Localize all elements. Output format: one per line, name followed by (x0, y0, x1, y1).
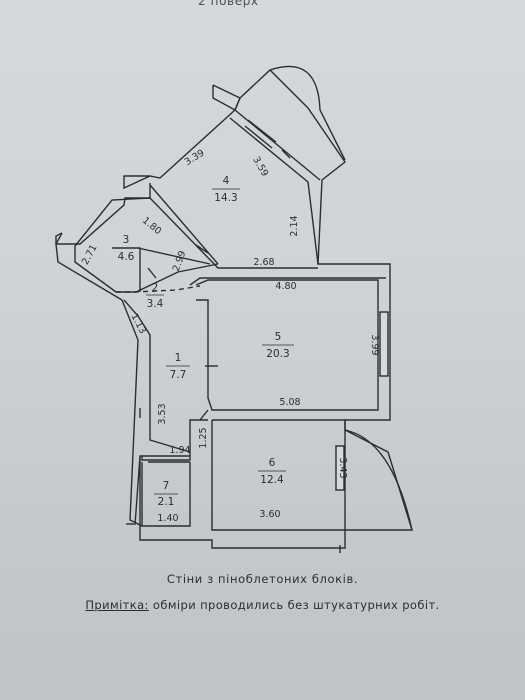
room-7-number: 7 (163, 480, 170, 492)
room-2-area: 3.4 (147, 298, 164, 310)
note-text: обміри проводились без штукатурних робіт… (148, 598, 440, 612)
room-5-area: 20.3 (266, 348, 289, 360)
room-2-number: 2 (152, 282, 159, 294)
dim-3-53: 3.53 (157, 403, 168, 424)
dim-1-40: 1.40 (157, 513, 178, 524)
room-4-area: 14.3 (214, 192, 237, 204)
dim-3-59: 3.59 (250, 155, 270, 179)
room-6-number: 6 (269, 457, 276, 469)
room-4-number: 4 (223, 175, 230, 187)
note-caption: Примітка: обміри проводились без штукату… (0, 598, 525, 612)
room-3-area: 4.6 (118, 251, 135, 263)
floor-header: 2 поверх (198, 0, 259, 8)
dim-1-94: 1.94 (169, 445, 190, 456)
dim-4-80: 4.80 (275, 281, 296, 292)
room-6-area: 12.4 (260, 474, 284, 486)
dim-3-43: 3.43 (337, 457, 348, 478)
dim-2-99: 2.99 (171, 249, 189, 273)
dim-5-08: 5.08 (279, 397, 300, 408)
room-3-number: 3 (123, 234, 130, 246)
dim-3-60: 3.60 (259, 509, 280, 520)
dim-2-68: 2.68 (253, 257, 274, 268)
dim-1-13: 1.13 (128, 312, 148, 336)
room-1-area: 7.7 (170, 369, 187, 381)
dim-3-99: 3.99 (369, 334, 380, 355)
room-5-number: 5 (275, 331, 282, 343)
dim-1-80: 1.80 (140, 215, 163, 237)
walls-caption: Стіни з піноблетоних блоків. (166, 572, 359, 586)
dim-1-25: 1.25 (198, 427, 209, 448)
note-label: Примітка: (85, 598, 149, 612)
dim-2-14: 2.14 (289, 215, 300, 236)
room-7-area: 2.1 (158, 496, 175, 508)
room-1-number: 1 (175, 352, 182, 364)
dim-2-71: 2.71 (80, 243, 100, 267)
dim-3-39: 3.39 (183, 148, 207, 169)
